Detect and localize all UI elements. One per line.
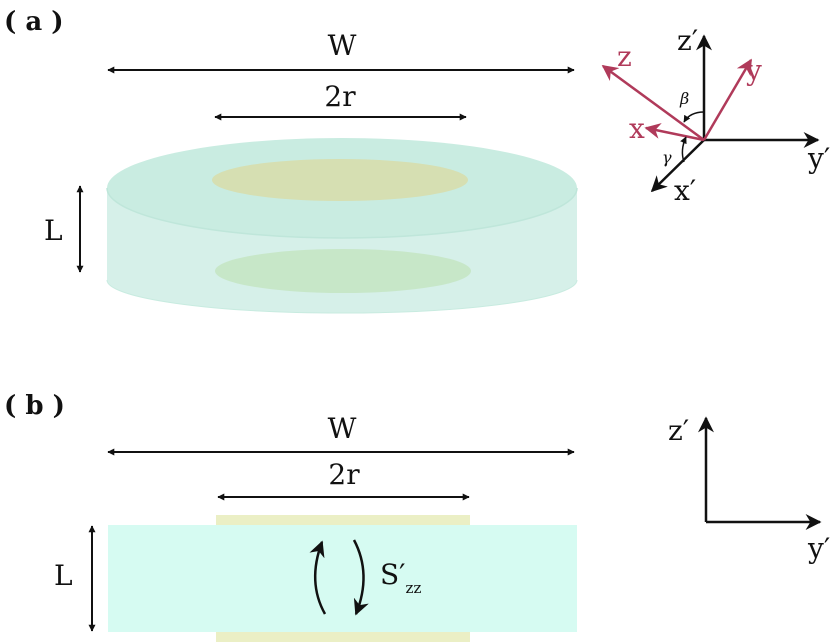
panel-b-label: ( b ) [4,391,65,421]
axes-rotated [601,58,753,142]
gamma-label: γ [662,148,672,167]
gamma-arc [680,136,687,163]
axis-z-prime-b: z′ [668,414,689,447]
bottom-electrode [215,249,471,293]
length-label: L [44,214,63,247]
beta-arc [683,111,705,123]
panel-a-label: ( a ) [4,7,64,37]
slab-cross-section [108,525,577,632]
width-label: W [328,29,357,62]
beta-label: β [679,89,689,108]
top-electrode [212,159,468,201]
axis-z-prime: z′ [677,24,698,57]
bottom-electrode-strip [216,632,470,642]
axis-y-rotated: y [745,54,762,87]
axis-y-prime: y′ [807,142,830,175]
strain-arrow-up [309,540,327,615]
width-label-b: W [328,412,357,445]
diameter-label-b: 2r [328,458,360,491]
axis-z-rotated: z [617,40,632,73]
axis-x-prime: x′ [674,174,696,207]
diameter-label: 2r [324,80,356,113]
axes-2d [698,416,822,530]
length-label-b: L [54,559,73,592]
strain-arrow-down [352,539,369,616]
axis-x-rotated: x [629,112,645,145]
top-electrode-strip [216,515,470,525]
strain-label: S′zz [380,558,421,597]
axis-y-prime-b: y′ [807,532,830,565]
axes-original [650,34,820,193]
